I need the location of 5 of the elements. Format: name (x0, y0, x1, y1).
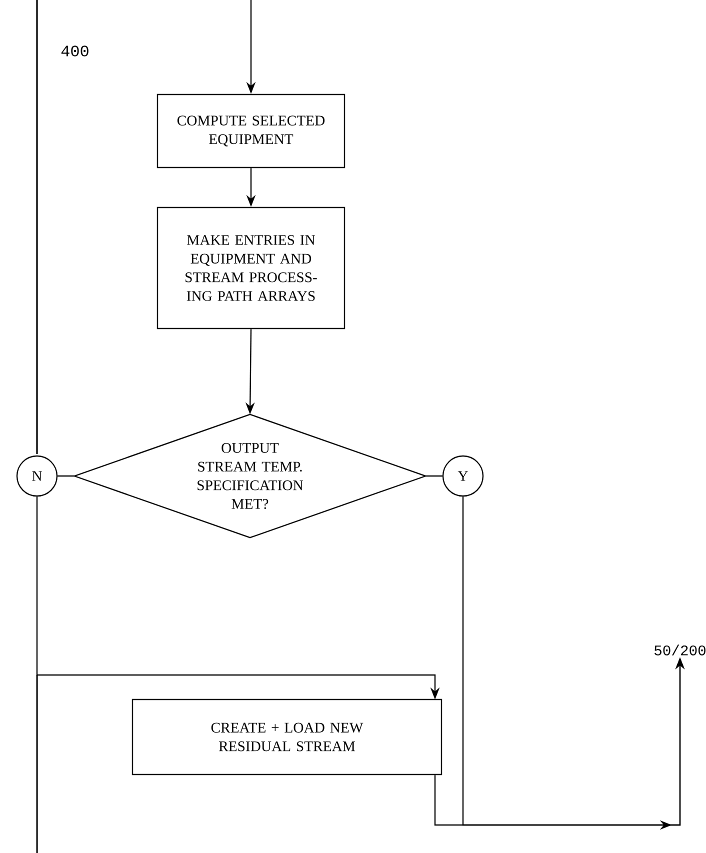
step-number: 400 (61, 46, 88, 56)
process-box: MAKE ENTRIES IN EQUIPMENT AND STREAM PROCESS- ING PATH ARRAYS (156, 206, 346, 330)
connector-label: 50/200 (654, 644, 706, 656)
process-box: CREATE + LOAD NEW RESIDUAL STREAM (132, 698, 442, 776)
process-box: COMPUTE SELECTED EQUIPMENT (156, 94, 346, 168)
